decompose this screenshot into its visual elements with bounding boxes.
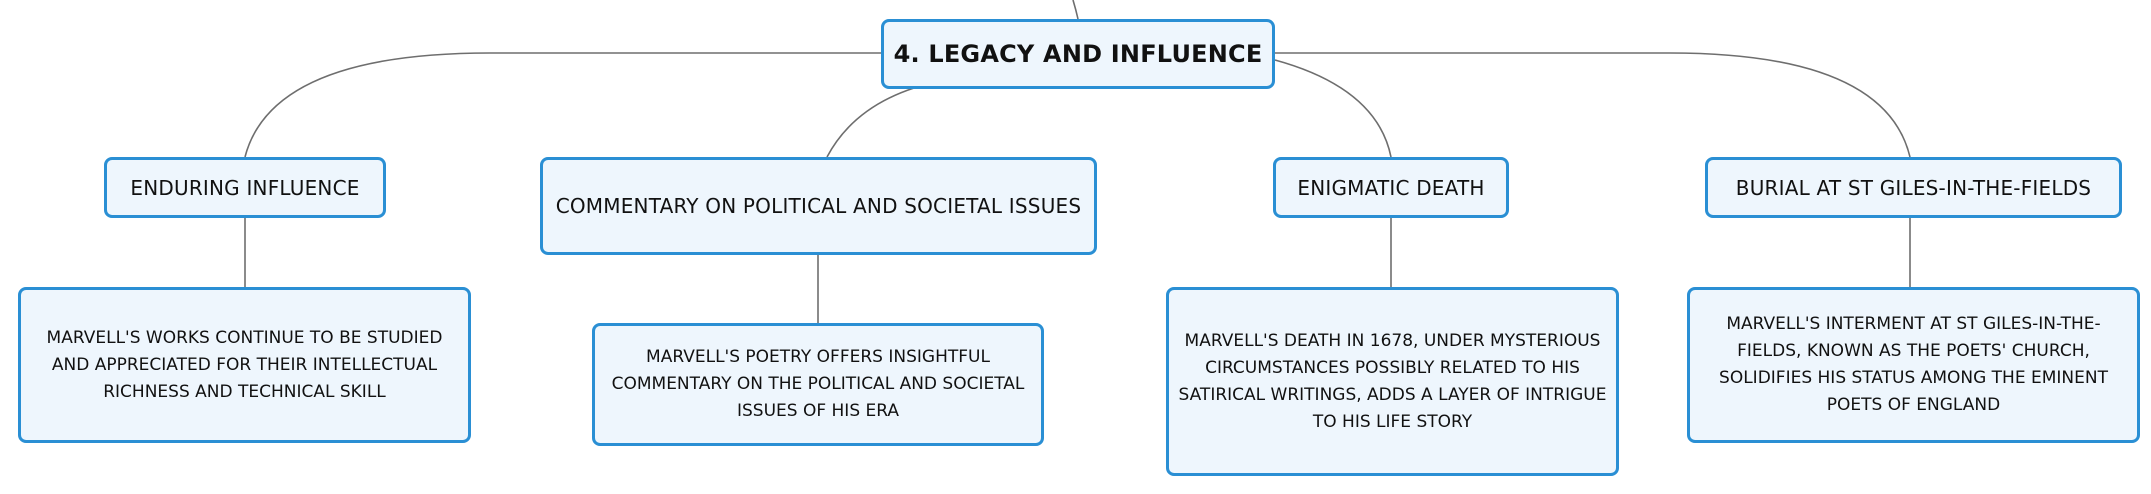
branch-enduring-influence[interactable]: ENDURING INFLUENCE: [104, 157, 386, 218]
branch-commentary[interactable]: COMMENTARY ON POLITICAL AND SOCIETAL ISS…: [540, 157, 1097, 255]
detail-enigmatic-death[interactable]: MARVELL'S DEATH IN 1678, UNDER MYSTERIOU…: [1166, 287, 1619, 476]
detail-enduring-influence[interactable]: MARVELL'S WORKS CONTINUE TO BE STUDIED A…: [18, 287, 471, 443]
branch-burial[interactable]: BURIAL AT ST GILES-IN-THE-FIELDS: [1705, 157, 2122, 218]
connector-root-to-enduring-influence: [244, 52, 881, 158]
detail-burial[interactable]: MARVELL'S INTERMENT AT ST GILES-IN-THE-F…: [1687, 287, 2140, 443]
connector-root-to-burial: [1275, 52, 1911, 158]
branch-enigmatic-death[interactable]: ENIGMATIC DEATH: [1273, 157, 1509, 218]
connector-root-to-commentary: [826, 87, 915, 158]
root-topic-label: 4. LEGACY AND INFLUENCE: [893, 40, 1263, 68]
branch-label: COMMENTARY ON POLITICAL AND SOCIETAL ISS…: [555, 194, 1082, 218]
root-topic[interactable]: 4. LEGACY AND INFLUENCE: [881, 19, 1275, 89]
detail-text: MARVELL'S POETRY OFFERS INSIGHTFUL COMME…: [611, 347, 1025, 421]
parent-connector: [1072, 0, 1079, 20]
detail-text: MARVELL'S INTERMENT AT ST GILES-IN-THE-F…: [1719, 314, 2108, 415]
detail-commentary[interactable]: MARVELL'S POETRY OFFERS INSIGHTFUL COMME…: [592, 323, 1044, 446]
branch-label: ENDURING INFLUENCE: [130, 175, 360, 200]
connector-root-to-enigmatic-death: [1274, 59, 1392, 158]
detail-text: MARVELL'S WORKS CONTINUE TO BE STUDIED A…: [46, 327, 443, 402]
detail-text: MARVELL'S DEATH IN 1678, UNDER MYSTERIOU…: [1178, 330, 1607, 432]
branch-label: ENIGMATIC DEATH: [1297, 175, 1485, 200]
branch-label: BURIAL AT ST GILES-IN-THE-FIELDS: [1735, 175, 2092, 200]
